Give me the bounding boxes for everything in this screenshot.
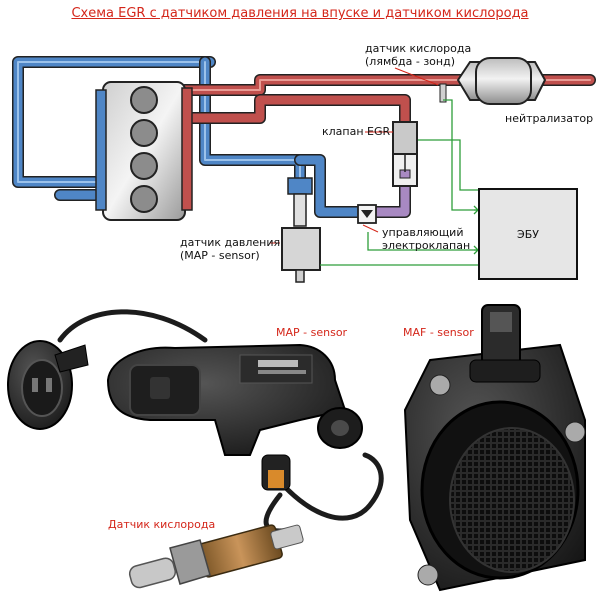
page-title: Схема EGR с датчиком давления на впуске … xyxy=(71,6,529,21)
ecu-box: ЭБУ xyxy=(478,188,578,280)
map-sensor-diagram xyxy=(281,177,321,283)
maf-sensor-photo xyxy=(403,304,586,592)
exhaust-pipe xyxy=(179,74,596,131)
control-valve-label-line1: управляющий xyxy=(382,226,464,239)
map-sensor-photo xyxy=(106,343,363,491)
maf-sensor-photo-label: MAF - sensor xyxy=(403,326,474,339)
oxygen-sensor-connector xyxy=(7,340,89,430)
egr-valve-label: клапан EGR xyxy=(322,125,391,138)
egr-valve xyxy=(392,121,418,187)
control-solenoid-valve xyxy=(357,204,377,224)
engine-block xyxy=(95,81,193,221)
map-sensor-photo-label: MAP - sensor xyxy=(276,326,348,339)
pressure-sensor-label-line2: (MAP - sensor) xyxy=(180,249,260,262)
oxygen-sensor-label-line1: датчик кислорода xyxy=(365,42,472,55)
label-leaders xyxy=(270,67,439,244)
control-valve-label-line2: электроклапан xyxy=(382,239,471,252)
oxygen-sensor-label-line2: (лямбда - зонд) xyxy=(365,55,455,68)
ecu-label: ЭБУ xyxy=(517,228,539,241)
catalytic-converter xyxy=(456,57,547,105)
catalyst-label: нейтрализатор xyxy=(505,112,594,125)
egr-recirculation-pipe xyxy=(372,175,411,218)
oxygen-sensor-probe-photo xyxy=(128,524,304,589)
oxygen-sensor-photo-label: Датчик кислорода xyxy=(108,518,216,531)
pressure-sensor-label-line1: датчик давления xyxy=(180,236,281,249)
oxygen-sensor-diagram xyxy=(439,83,447,103)
